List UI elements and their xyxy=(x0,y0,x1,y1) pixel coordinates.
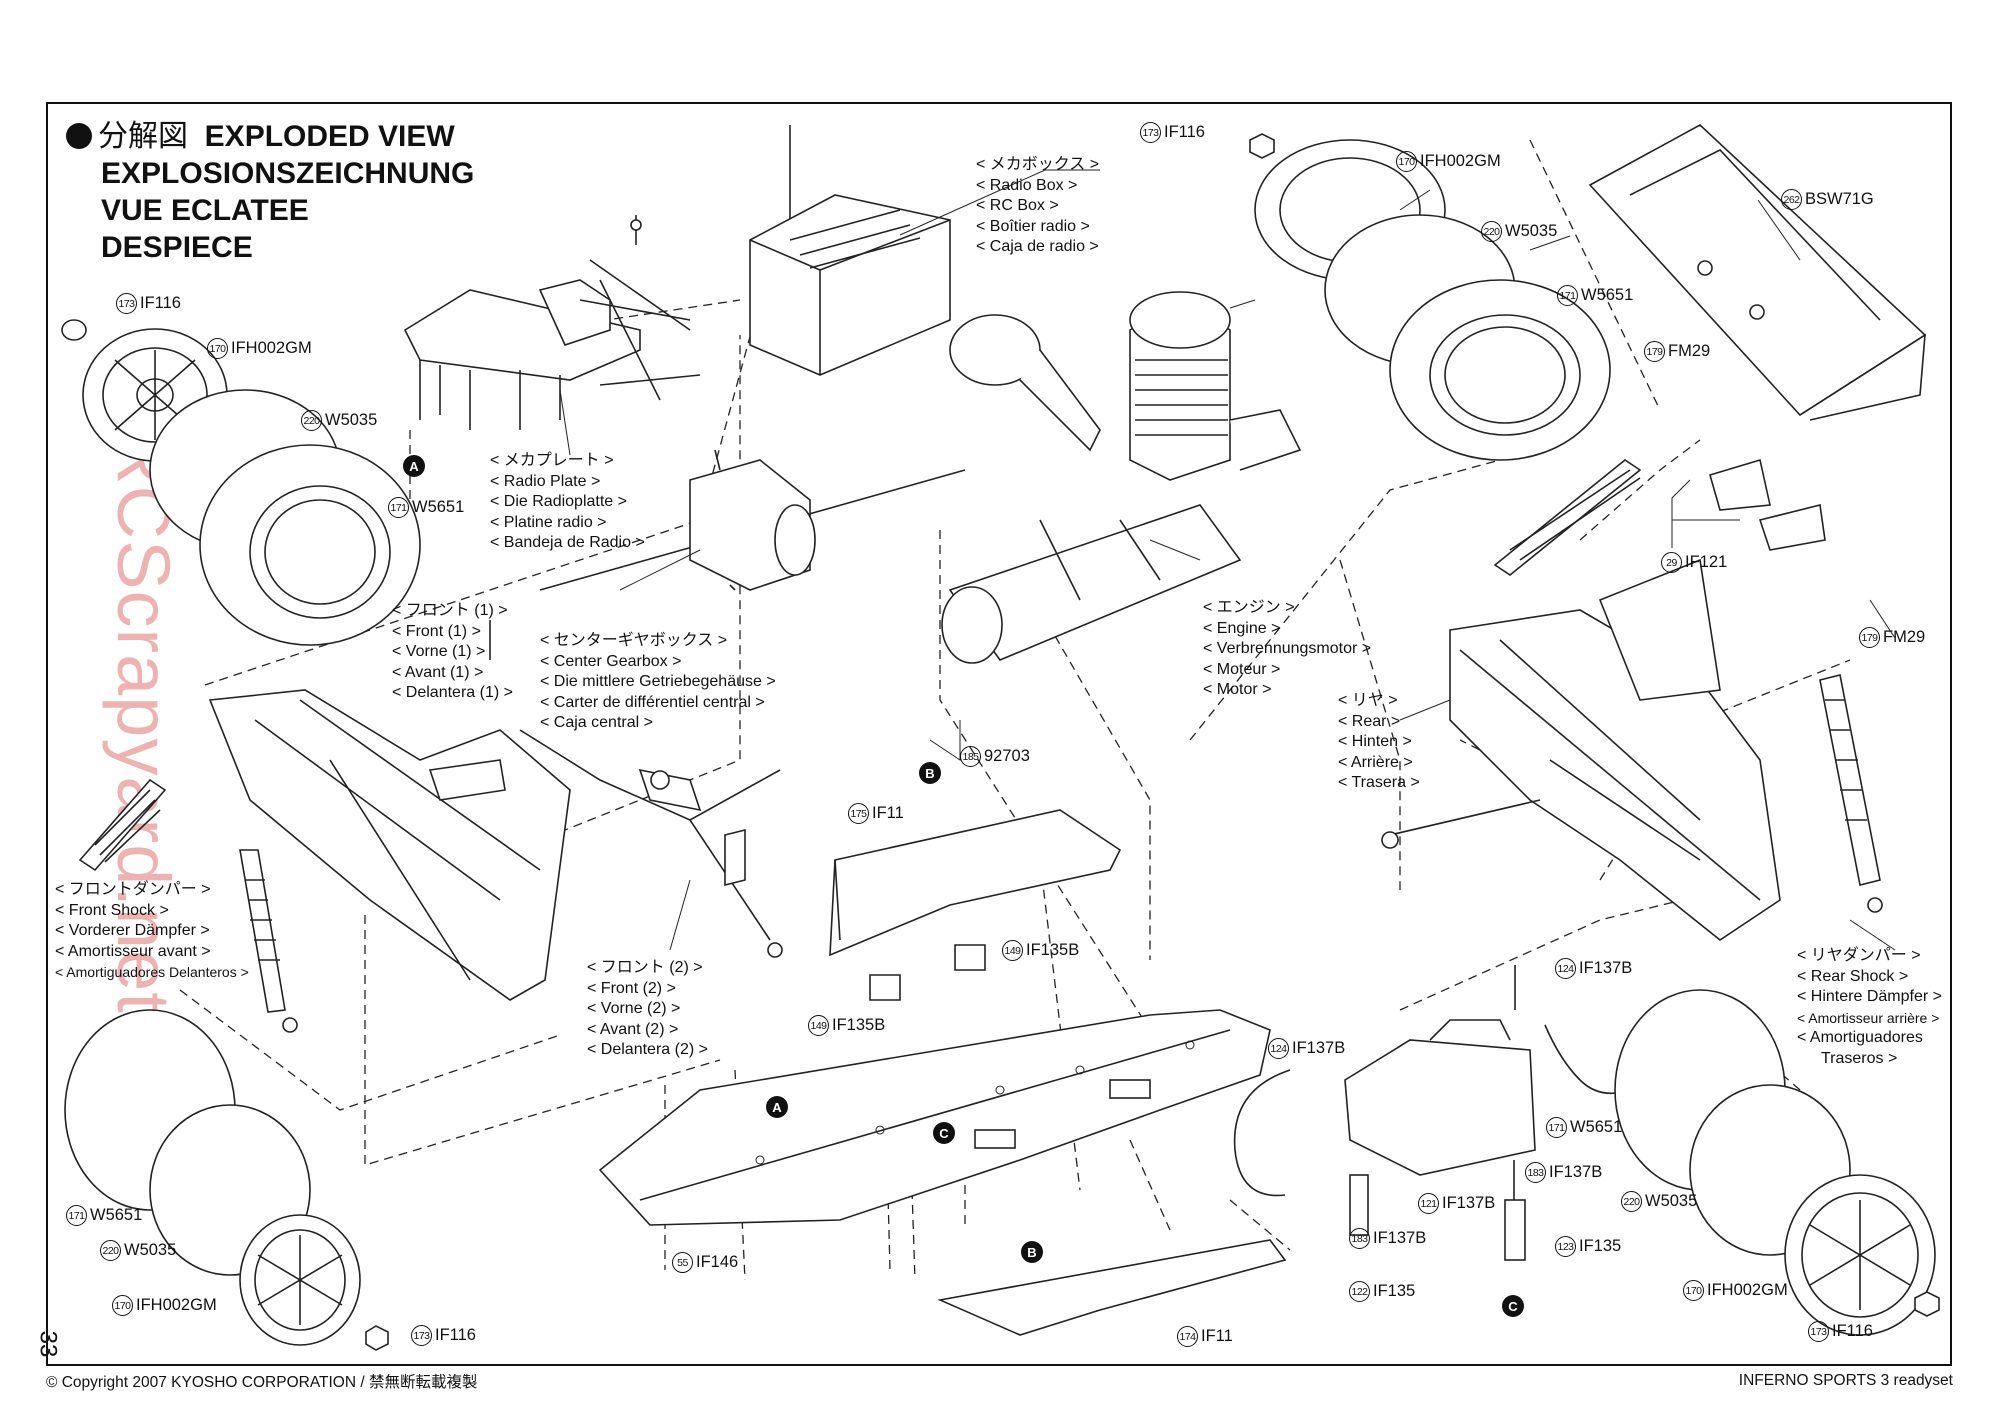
title-jp: 分解図 xyxy=(98,120,188,153)
marker-a: A xyxy=(403,455,425,477)
model-name: INFERNO SPORTS 3 readyset xyxy=(1738,1372,1953,1389)
marker-b: B xyxy=(919,762,941,784)
title-fr: VUE ECLATEE xyxy=(101,194,309,227)
small-parts-art xyxy=(869,944,1631,1261)
marker-b: B xyxy=(1021,1241,1043,1263)
callout-engine: < エンジン >< Engine >< Verbrennungsmotor ><… xyxy=(1203,599,1372,698)
center-gearbox-art xyxy=(539,449,966,591)
front2-steering-art xyxy=(519,729,783,958)
marker-a: A xyxy=(766,1096,788,1118)
callout-center-gearbox: < センターギヤボックス >< Center Gearbox >< Die mi… xyxy=(540,632,776,731)
title-es: DESPIECE xyxy=(101,231,253,264)
left-rear-wheel-art xyxy=(61,319,421,646)
bullet-icon xyxy=(66,123,92,149)
radio-plate-art xyxy=(403,215,701,430)
rear-wing-art xyxy=(1588,124,1927,421)
engine-art xyxy=(941,291,1302,664)
title-en: EXPLODED VIEW xyxy=(204,120,455,153)
page-number: 33 xyxy=(34,1330,62,1358)
right-bottom-wheel-art xyxy=(1614,989,1940,1336)
front-assembly-art xyxy=(208,620,571,1001)
marker-c: C xyxy=(1502,1295,1524,1317)
rear-assembly-art xyxy=(1381,558,1781,941)
page-title: 分解図 EXPLODED VIEW EXPLOSIONSZEICHNUNG VU… xyxy=(66,118,474,266)
radio-box-art xyxy=(749,125,951,376)
callout-front-shock: < フロントダンパー >< Front Shock >< Vorderer Dä… xyxy=(55,881,249,980)
callout-rear-shock: < リヤダンパー >< Rear Shock >< Hintere Dämpfe… xyxy=(1797,947,1942,1067)
callout-rear: < リヤ >< Rear >< Hinten >< Arrière >< Tra… xyxy=(1338,692,1420,791)
copyright-text: © Copyright 2007 KYOSHO CORPORATION / 禁無… xyxy=(46,1374,478,1391)
callout-front1: < フロント (1) >< Front (1) >< Vorne (1) >< … xyxy=(392,602,513,701)
callout-radio-box: < メカボックス >< Radio Box >< RC Box >< Boîti… xyxy=(976,156,1100,255)
callout-radio-plate: < メカプレート >< Radio Plate >< Die Radioplat… xyxy=(490,452,645,551)
right-top-wheel-art xyxy=(1249,133,1611,461)
page-frame xyxy=(46,102,1952,1366)
marker-c: C xyxy=(933,1122,955,1144)
leader-lines xyxy=(559,169,1896,951)
left-bottom-wheel-art xyxy=(64,1009,389,1351)
callout-front2: < フロント (2) >< Front (2) >< Vorne (2) >< … xyxy=(587,959,708,1058)
front-shocks-art xyxy=(78,778,298,1033)
side-guards-art xyxy=(829,809,1287,1336)
title-de: EXPLOSIONSZEICHNUNG xyxy=(101,157,475,190)
rear-shocks-art xyxy=(1493,458,1883,913)
main-chassis-art xyxy=(598,1009,1271,1226)
